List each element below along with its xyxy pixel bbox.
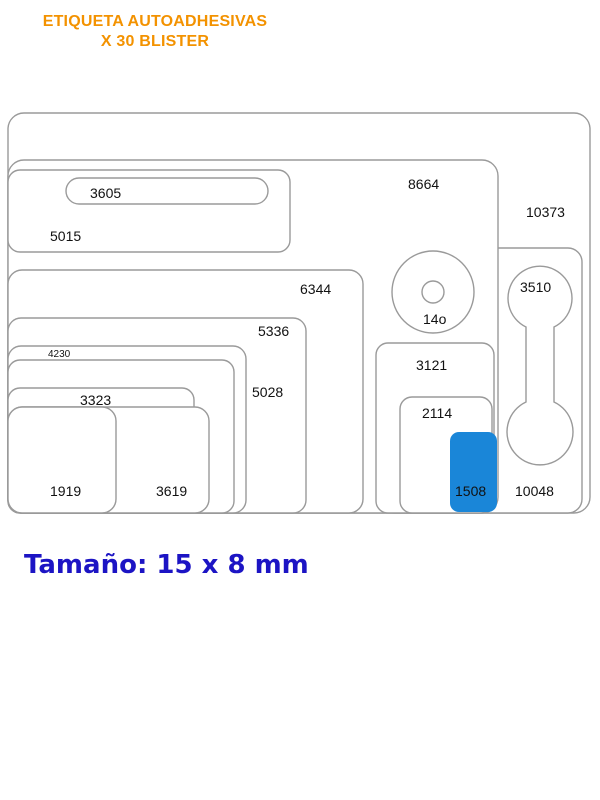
label-3605: 3605 [90, 185, 121, 201]
label-6344: 6344 [300, 281, 331, 297]
label-5028: 5028 [252, 384, 283, 400]
label-5015: 5015 [50, 228, 81, 244]
label-3323: 3323 [80, 392, 111, 408]
label-3619: 3619 [156, 483, 187, 499]
label-1508: 1508 [455, 483, 486, 499]
label-2114: 2114 [422, 405, 452, 421]
shape-14o-hole [421, 280, 445, 304]
label-10373: 10373 [526, 204, 565, 220]
shape-3605 [65, 177, 269, 205]
shape-1508-highlight [450, 432, 497, 512]
label-8664: 8664 [408, 176, 439, 192]
title-line-1: ETIQUETA AUTOADHESIVAS [42, 13, 268, 30]
label-5336: 5336 [258, 323, 289, 339]
label-14o: 14o [423, 311, 447, 327]
label-10048: 10048 [515, 483, 554, 499]
title-line-2: X 30 BLISTER [100, 33, 210, 50]
label-4230: 4230 [48, 349, 71, 360]
title-header: ETIQUETA AUTOADHESIVAS X 30 BLISTER [0, 12, 310, 52]
size-caption: Tamaño: 15 x 8 mm [24, 550, 309, 580]
label-3121: 3121 [416, 357, 447, 373]
shape-3510 [506, 265, 574, 466]
label-3510: 3510 [520, 279, 551, 295]
label-1919: 1919 [50, 483, 81, 499]
shape-1919 [7, 406, 117, 514]
